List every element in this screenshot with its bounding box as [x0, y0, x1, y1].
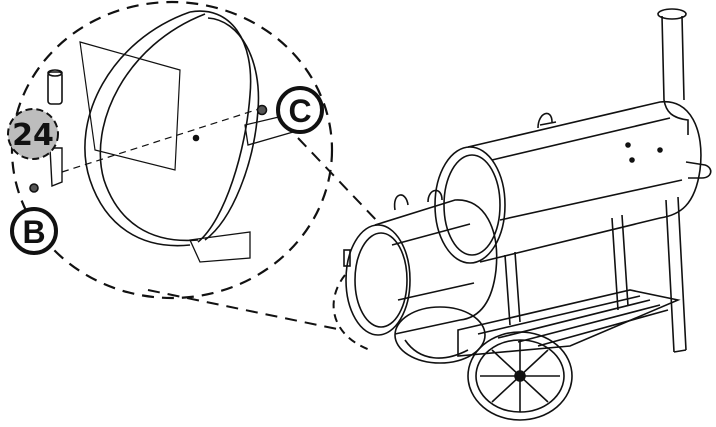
bolt-c: [256, 104, 268, 116]
main-chamber-end: [434, 146, 506, 264]
bolt-b: [29, 183, 39, 193]
chimney-pipe: [661, 15, 689, 135]
door-panel: [79, 41, 181, 171]
lower-shelf: [457, 289, 681, 357]
callout-b-label: B: [22, 214, 45, 250]
wheel-rear: [394, 306, 486, 364]
rear-leg-right: [665, 196, 687, 353]
callout-c-circle: [276, 86, 324, 134]
firebox-latch: [343, 249, 351, 267]
firebox-handle: [393, 194, 409, 211]
wheel-outer: [467, 331, 573, 421]
damper-dot-1: [625, 142, 631, 148]
door-rim-inner: [99, 13, 206, 242]
side-handle: [685, 161, 712, 179]
firebox-door: [345, 224, 411, 336]
main-chamber-body: [467, 100, 702, 263]
front-leg: [504, 251, 521, 326]
callout-c: C: [276, 86, 324, 134]
shelf-slat-4: [537, 309, 669, 347]
door-bottom-flange: [189, 231, 251, 263]
step-badge-circle: [7, 108, 59, 160]
callout-b: B: [10, 207, 58, 255]
zoom-connector-bottom: [147, 289, 343, 331]
door-rim-back-inner: [204, 17, 260, 241]
callout-b-circle: [10, 207, 58, 255]
handle-post-top: [47, 69, 63, 77]
bottom-rail: [404, 339, 469, 359]
handle-post: [47, 71, 63, 105]
main-lid-handle: [537, 112, 557, 129]
firebox-grate-1: [391, 223, 471, 246]
door-bolt-hole: [192, 134, 200, 142]
shelf-slat-1: [477, 295, 641, 335]
target-circle: [332, 274, 371, 351]
door-rim-outer: [84, 11, 191, 247]
step-number: 24: [12, 118, 54, 153]
step-badge: 24: [7, 108, 59, 160]
door-rim-back: [189, 10, 252, 243]
magnified-door: [29, 10, 301, 263]
firebox-handle-2: [427, 189, 443, 203]
damper-dot-2: [629, 157, 635, 163]
wheel-spokes: [480, 340, 560, 412]
main-chamber-seam: [499, 179, 683, 221]
chimney-cap: [657, 8, 687, 20]
main-chamber-end-inner: [443, 154, 501, 256]
handle-bracket: [49, 147, 63, 188]
callout-c-label: C: [288, 93, 311, 129]
firebox-grate-2: [397, 282, 475, 301]
main-chamber-lid-line: [491, 117, 671, 161]
damper-dot-3: [657, 147, 663, 153]
smoker-grill: [343, 8, 712, 421]
zoom-connector-top: [297, 137, 379, 223]
firebox-door-inner: [354, 232, 408, 328]
zoom-circle: [10, 0, 334, 300]
bolt-axis-line: [61, 107, 263, 173]
zoom-magnifier: [10, 0, 379, 351]
